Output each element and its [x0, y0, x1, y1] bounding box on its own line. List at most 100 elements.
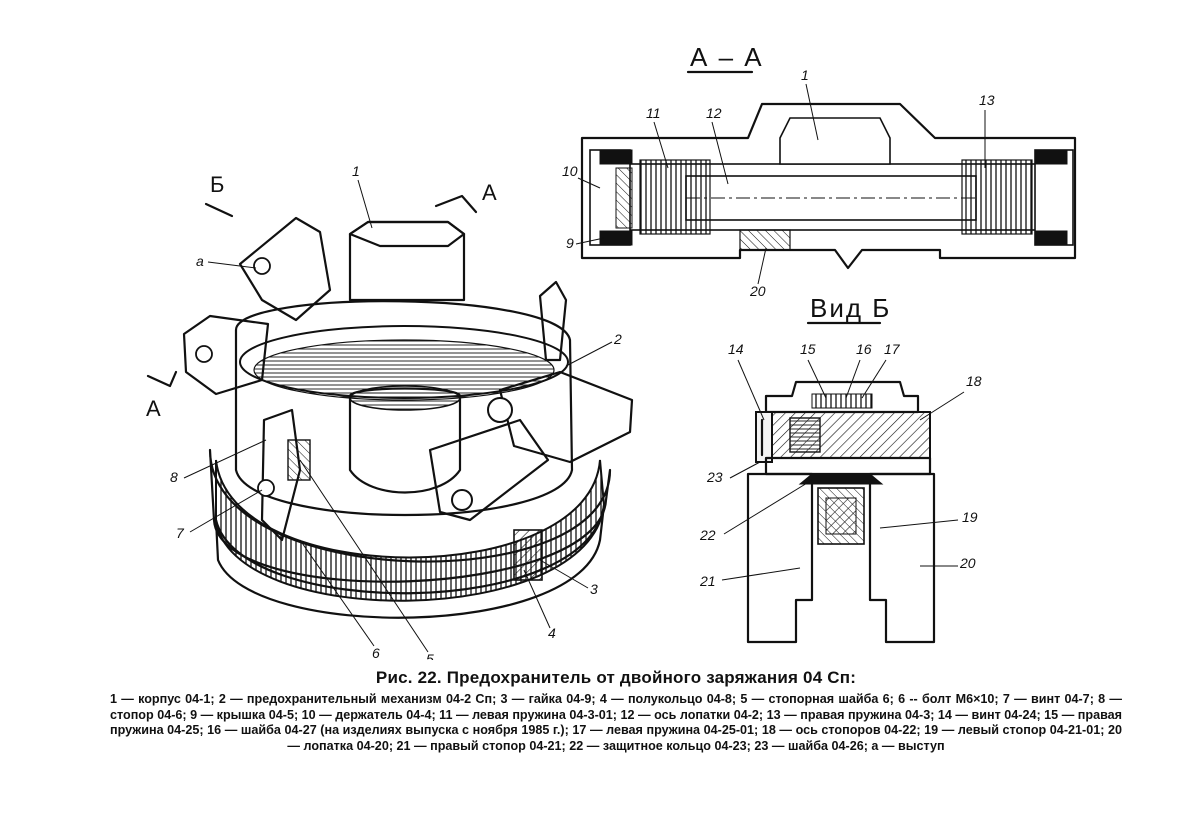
callout-16: 16 [856, 341, 872, 357]
part1-tube-section [348, 220, 466, 248]
stopper-8 [260, 408, 302, 542]
callout-8: 8 [170, 469, 178, 485]
upper-lever [238, 216, 332, 322]
callout-1-aa: 1 [801, 67, 809, 83]
cut-letter-a-top: А [482, 180, 497, 205]
leader-3 [539, 559, 589, 589]
vb-springs [811, 393, 873, 409]
callout-13: 13 [979, 92, 995, 108]
callout-1-iso: 1 [352, 163, 360, 179]
leader-4 [523, 569, 551, 629]
cut-line-a-top [434, 194, 478, 214]
mechanism-2-pin [487, 397, 513, 423]
callout-5: 5 [426, 651, 434, 660]
leader-8 [183, 439, 267, 479]
leader-6 [299, 539, 375, 647]
left-bracket [182, 314, 270, 396]
aa-holder [615, 167, 633, 229]
leader-20-aa [757, 247, 767, 285]
caption-legend: 1 — корпус 04-1; 2 — предохранительный м… [110, 692, 1123, 753]
view-b: Вид Б 14 15 16 17 18 23 22 [699, 293, 982, 644]
aa-left-spring [639, 159, 711, 235]
upper-lever-pin [253, 257, 271, 275]
central-boss-top [349, 385, 461, 411]
leader-17 [861, 359, 887, 399]
callout-2: 2 [613, 331, 622, 347]
callout-10: 10 [562, 163, 578, 179]
leader-9 [575, 237, 605, 245]
leader-19 [879, 519, 959, 529]
aa-right-cap [1034, 149, 1074, 246]
vb-right-stopper [868, 472, 936, 644]
callout-18: 18 [966, 373, 982, 389]
callout-3: 3 [590, 581, 598, 597]
leader-23 [729, 461, 761, 479]
aa-right-spring [961, 159, 1033, 235]
assembly-isometric: Б А А [146, 163, 634, 660]
cut-letter-a-left: А [146, 396, 161, 421]
callout-14: 14 [728, 341, 744, 357]
vb-middle-block [764, 456, 932, 476]
leader-1-aa [805, 83, 819, 141]
vb-screw-head [755, 411, 773, 463]
view-b-title: Вид Б [810, 293, 891, 323]
part1-tube [348, 220, 466, 302]
callout-4: 4 [548, 625, 556, 641]
lever-arm [428, 418, 550, 522]
section-aa: А – А 1 11 12 13 10 [562, 42, 1077, 299]
cut-letter-b: Б [210, 172, 224, 197]
leader-18 [919, 391, 965, 421]
aa-left-cap-seal-top [599, 149, 633, 165]
aa-lobe [739, 229, 791, 251]
lever-pin [451, 489, 473, 511]
figure-caption: Рис. 22. Предохранитель от двойного заря… [110, 668, 1122, 754]
toothed-ring [215, 459, 606, 602]
aa-part1-cavity [779, 117, 891, 165]
vb-screw-thread [789, 417, 821, 453]
left-bracket-pin [195, 345, 213, 363]
base-plate [214, 503, 606, 619]
callout-21: 21 [699, 573, 716, 589]
aa-left-cap-seal-bottom [599, 230, 633, 246]
callout-15: 15 [800, 341, 816, 357]
vb-blade-core [825, 497, 857, 535]
housing-cylinder [234, 300, 574, 516]
callout-a: а [196, 253, 204, 269]
callout-12: 12 [706, 105, 722, 121]
screw-7 [257, 479, 275, 497]
vb-protective-ring [798, 473, 884, 485]
callout-9: 9 [566, 235, 574, 251]
aa-body-outline [580, 102, 1077, 270]
technical-drawing: А – А 1 11 12 13 10 [146, 42, 1077, 660]
lock-washer-5 [287, 439, 311, 481]
callout-17: 17 [884, 341, 901, 357]
leader-11 [653, 121, 669, 169]
nut-3 [513, 529, 543, 581]
leader-2 [565, 341, 613, 367]
leader-21 [721, 567, 801, 581]
callout-23: 23 [706, 469, 723, 485]
callout-6: 6 [372, 645, 380, 660]
callout-20-aa: 20 [749, 283, 766, 299]
cut-line-b [204, 202, 234, 218]
leader-1-iso [357, 179, 373, 229]
leader-7 [189, 489, 263, 533]
cut-line-a-left [146, 370, 178, 388]
aa-right-cap-seal-bottom [1034, 230, 1068, 246]
section-aa-title: А – А [690, 42, 764, 72]
leader-16 [845, 359, 861, 399]
leader-14 [737, 359, 765, 421]
leader-15 [807, 359, 827, 399]
leader-a [207, 261, 257, 269]
aa-right-cap-seal-top [1034, 149, 1068, 165]
callout-7: 7 [176, 525, 185, 541]
leader-12 [711, 121, 729, 185]
leader-10 [577, 177, 601, 189]
callout-19: 19 [962, 509, 978, 525]
leader-22 [723, 479, 813, 535]
callout-11: 11 [646, 105, 661, 121]
leader-5 [299, 459, 429, 653]
mechanism-2 [498, 370, 634, 464]
callout-20-vb: 20 [959, 555, 976, 571]
caption-title: Рис. 22. Предохранитель от двойного заря… [375, 668, 857, 687]
